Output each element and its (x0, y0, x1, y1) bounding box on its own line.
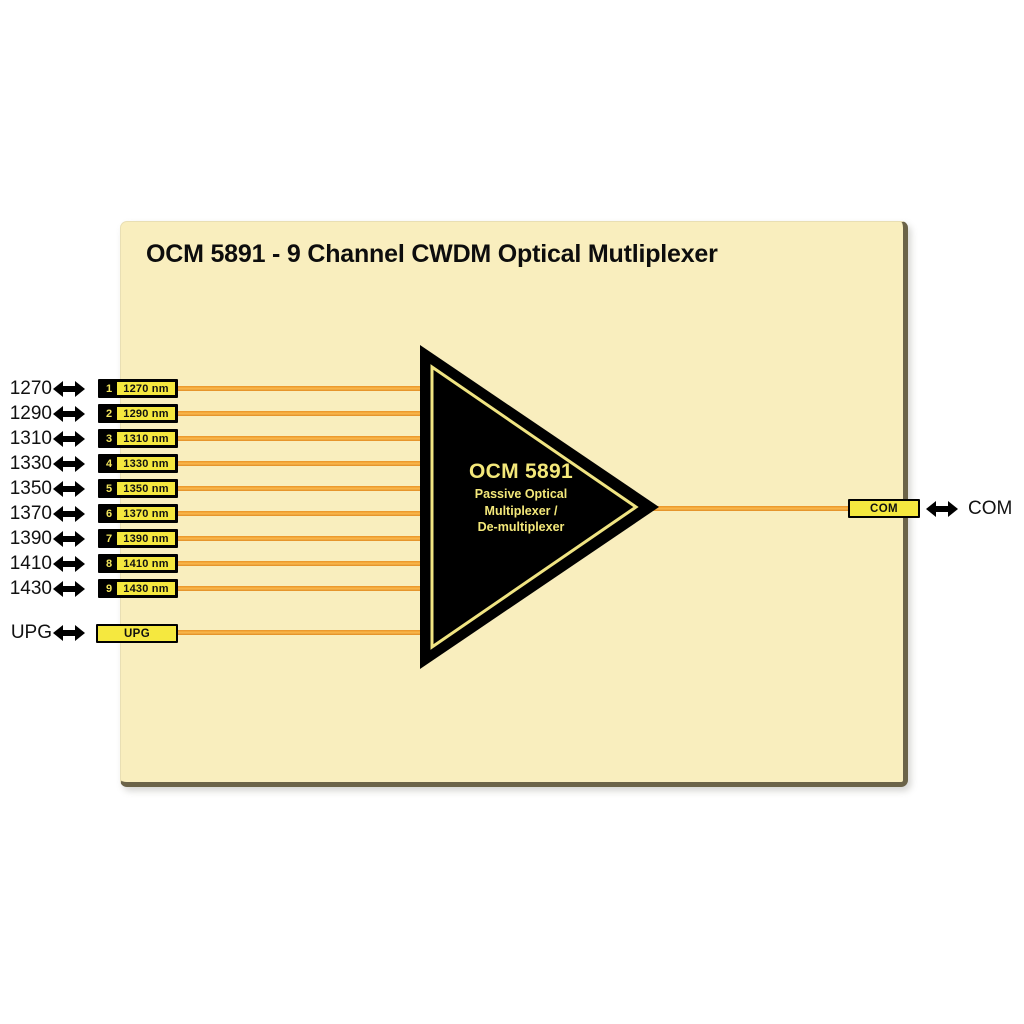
channel-port-text: 1330 nm (117, 457, 175, 470)
channel-number: 3 (101, 432, 117, 445)
channel-wavelength-label: 1270 (9, 378, 52, 399)
multiplexer-device[interactable]: OCM 5891 Passive Optical Multiplexer / D… (418, 343, 661, 671)
double-headed-arrow-icon (52, 553, 86, 575)
com-port-box[interactable]: COM (848, 499, 920, 518)
channel-wavelength-label: 1390 (9, 528, 52, 549)
com-output-label: COM (968, 498, 1013, 519)
wire-channel-7 (178, 536, 420, 541)
channel-number: 6 (101, 507, 117, 520)
channel-port-text: 1370 nm (117, 507, 175, 520)
channel-wavelength-label: 1330 (9, 453, 52, 474)
wire-upgrade (178, 630, 420, 635)
double-headed-arrow-icon (52, 528, 86, 550)
channel-wavelength-label: 1430 (9, 578, 52, 599)
wire-channel-3 (178, 436, 420, 441)
com-port-text: COM (869, 502, 899, 515)
channel-wavelength-label: 1410 (9, 553, 52, 574)
upgrade-row-label: UPG (10, 622, 52, 643)
double-headed-arrow-icon (52, 622, 86, 644)
double-headed-arrow-icon (52, 453, 86, 475)
wire-com-output (652, 506, 852, 511)
double-headed-arrow-icon (52, 478, 86, 500)
channel-port-text: 1410 nm (117, 557, 175, 570)
wire-channel-4 (178, 461, 420, 466)
wire-channel-5 (178, 486, 420, 491)
upgrade-port-text: UPG (123, 627, 151, 640)
channel-number: 4 (101, 457, 117, 470)
wire-channel-9 (178, 586, 420, 591)
triangle-shape (420, 345, 659, 669)
double-headed-arrow-icon (52, 378, 86, 400)
wire-channel-1 (178, 386, 420, 391)
double-headed-arrow-icon (52, 428, 86, 450)
channel-number: 1 (101, 382, 117, 395)
row-upgrade: UPG UPG (0, 622, 180, 644)
upgrade-port-box[interactable]: UPG (96, 624, 178, 643)
channel-port-text: 1290 nm (117, 407, 175, 420)
double-headed-arrow-icon-com (925, 498, 959, 520)
channel-wavelength-label: 1370 (9, 503, 52, 524)
wire-channel-2 (178, 411, 420, 416)
page-title: OCM 5891 - 9 Channel CWDM Optical Mutlip… (146, 240, 718, 268)
channel-wavelength-label: 1290 (9, 403, 52, 424)
wire-channel-6 (178, 511, 420, 516)
channel-wavelength-label: 1350 (9, 478, 52, 499)
channel-port-text: 1310 nm (117, 432, 175, 445)
channel-port-text: 1430 nm (117, 582, 175, 595)
channel-number: 9 (101, 582, 117, 595)
channel-wavelength-label: 1310 (9, 428, 52, 449)
channel-port-text: 1390 nm (117, 532, 175, 545)
channel-number: 5 (101, 482, 117, 495)
channel-port-text: 1350 nm (117, 482, 175, 495)
channel-port-text: 1270 nm (117, 382, 175, 395)
channel-number: 7 (101, 532, 117, 545)
channel-number: 8 (101, 557, 117, 570)
channel-number: 2 (101, 407, 117, 420)
double-headed-arrow-icon (52, 578, 86, 600)
double-headed-arrow-icon (52, 503, 86, 525)
wire-channel-8 (178, 561, 420, 566)
double-headed-arrow-icon (52, 403, 86, 425)
